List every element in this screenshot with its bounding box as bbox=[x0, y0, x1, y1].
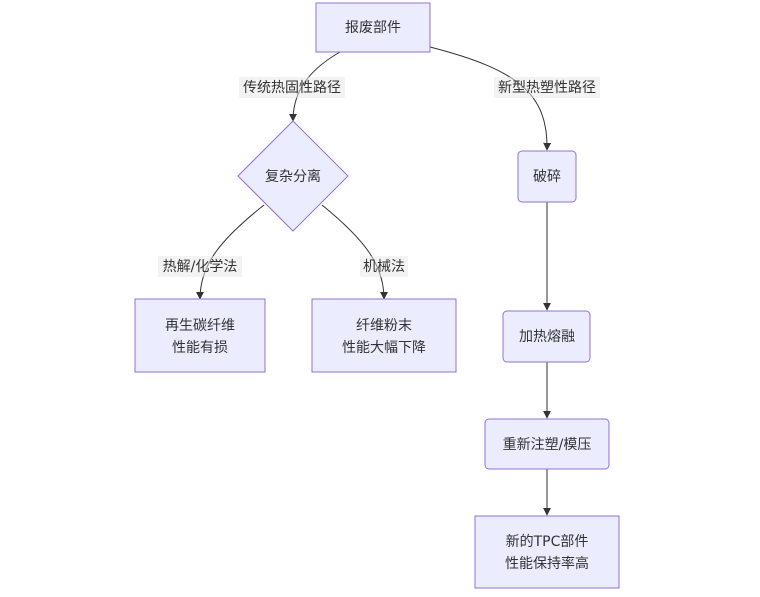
node-separation[interactable]: 复杂分离 bbox=[237, 120, 349, 232]
node-fiber-powder-line1: 纤维粉末 bbox=[356, 318, 412, 334]
node-recycled-cf-line1: 再生碳纤维 bbox=[165, 318, 235, 334]
node-new-tpc[interactable]: 新的TPC部件 性能保持率高 bbox=[474, 515, 620, 589]
node-scrap-label: 报废部件 bbox=[345, 20, 401, 36]
edge-label-thermoset-path: 传统热固性路径 bbox=[243, 80, 341, 96]
node-reinject[interactable]: 重新注塑/模压 bbox=[484, 418, 610, 470]
edge-scrap-to-crush bbox=[429, 46, 552, 151]
node-crush-label: 破碎 bbox=[533, 169, 561, 185]
edge-label-mechanical: 机械法 bbox=[363, 259, 405, 275]
node-separation-label: 复杂分离 bbox=[265, 168, 321, 185]
node-new-tpc-line1: 新的TPC部件 bbox=[506, 534, 589, 550]
node-scrap[interactable]: 报废部件 bbox=[315, 2, 431, 53]
node-heat-melt-label: 加热熔融 bbox=[519, 329, 575, 345]
edge-separation-to-fiber-powder bbox=[321, 204, 388, 300]
node-heat-melt[interactable]: 加热熔融 bbox=[502, 310, 591, 363]
node-reinject-label: 重新注塑/模压 bbox=[503, 437, 592, 453]
node-fiber-powder-line2: 性能大幅下降 bbox=[342, 340, 426, 356]
edge-separation-to-recycled-cf bbox=[196, 204, 265, 300]
edges bbox=[196, 46, 552, 516]
edge-label-thermoplastic-path: 新型热塑性路径 bbox=[498, 80, 596, 96]
edge-label-pyrolysis: 热解/化学法 bbox=[163, 259, 238, 275]
node-new-tpc-line2: 性能保持率高 bbox=[505, 555, 589, 572]
node-recycled-cf-line2: 性能有损 bbox=[172, 340, 228, 356]
node-recycled-cf[interactable]: 再生碳纤维 性能有损 bbox=[134, 298, 266, 373]
node-crush[interactable]: 破碎 bbox=[517, 150, 577, 203]
edge-labels: 传统热固性路径 新型热塑性路径 热解/化学法 机械法 bbox=[158, 77, 600, 277]
node-fiber-powder[interactable]: 纤维粉末 性能大幅下降 bbox=[311, 298, 457, 373]
